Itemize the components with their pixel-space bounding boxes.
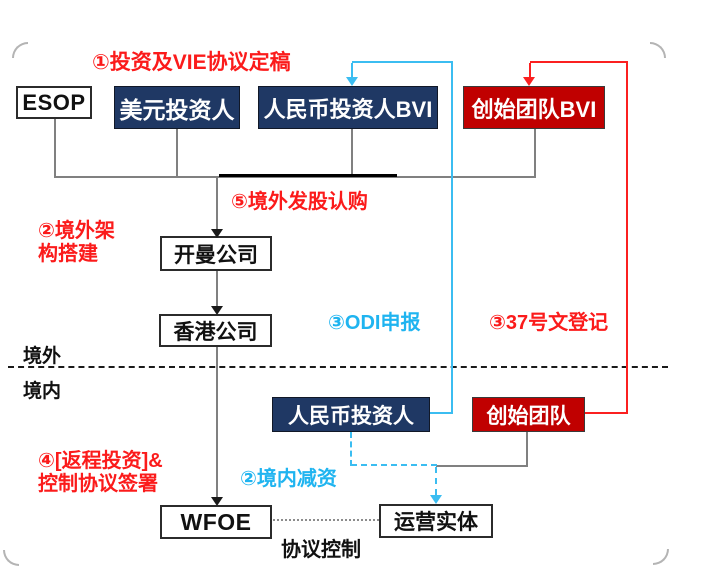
cyan-arrowhead-into-rmbbvi bbox=[346, 77, 358, 86]
annotation-step5-share-subscription: ⑤境外发股认购 bbox=[231, 191, 368, 213]
annotation-step2-offshore: ②境外架 构搭建 bbox=[38, 220, 115, 266]
line-rmbbvi-down bbox=[351, 129, 353, 177]
line-founderbvi-down bbox=[534, 129, 536, 177]
node-cayman-co-label: 开曼公司 bbox=[174, 243, 258, 267]
line-usd-down bbox=[176, 129, 178, 177]
node-rmb-investor-bvi-label: 人民币投资人BVI bbox=[263, 96, 433, 122]
line-cayman-to-hk bbox=[216, 271, 218, 307]
node-esop-label: ESOP bbox=[22, 89, 86, 115]
region-label-onshore: 境内 bbox=[23, 381, 62, 402]
cyan-arrowhead-into-opco bbox=[430, 495, 442, 504]
cyan-line-stem bbox=[351, 63, 353, 78]
cyan-dashed-horizontal bbox=[351, 464, 437, 466]
node-operating-entity: 运营实体 bbox=[379, 504, 493, 538]
cyan-line-top bbox=[352, 61, 453, 63]
region-label-offshore: 境外 bbox=[23, 346, 62, 367]
corner-arc-bottom-right bbox=[653, 549, 669, 565]
line-founder-down bbox=[526, 432, 528, 467]
cyan-dashed-into-opco bbox=[435, 467, 437, 495]
annotation-step3-odi-filing: ③ODI申报 bbox=[328, 312, 421, 334]
border-divider-dashed bbox=[8, 366, 668, 368]
line-subscription-segment bbox=[219, 174, 397, 177]
line-founder-left bbox=[436, 465, 528, 467]
red-line-vertical bbox=[626, 62, 628, 414]
cyan-dashed-rmb-down bbox=[350, 432, 352, 466]
corner-arc-bottom-left bbox=[3, 550, 19, 566]
cyan-line-rmb-right bbox=[430, 412, 453, 414]
node-founder-bvi-label: 创始团队BVI bbox=[471, 96, 597, 122]
annotation-step4-line1: ④[返程投资]& bbox=[38, 450, 163, 472]
arrowhead-into-wfoe bbox=[211, 497, 223, 506]
node-cayman-co: 开曼公司 bbox=[160, 236, 272, 271]
node-rmb-investor-onshore: 人民币投资人 bbox=[272, 397, 430, 432]
node-wfoe-label: WFOE bbox=[180, 508, 252, 535]
annotation-step4-roundtrip: ④[返程投资]& 控制协议签署 bbox=[38, 450, 163, 496]
dotted-vie-control-line bbox=[273, 519, 379, 521]
red-arrowhead-into-founderbvi bbox=[523, 77, 535, 86]
node-hk-co-label: 香港公司 bbox=[173, 320, 258, 344]
arrowhead-into-hk bbox=[211, 306, 223, 315]
annotation-vie-control: 协议控制 bbox=[281, 539, 361, 561]
arrowhead-into-cayman bbox=[211, 229, 223, 238]
line-bus-horizontal bbox=[54, 176, 536, 178]
annotation-step2-onshore-capital-reduction: ②境内减资 bbox=[240, 468, 337, 490]
node-founder-onshore-label: 创始团队 bbox=[486, 404, 571, 428]
red-line-founder-right bbox=[585, 412, 628, 414]
annotation-step3-circular37: ③37号文登记 bbox=[489, 312, 609, 334]
node-rmb-investor-onshore-label: 人民币投资人 bbox=[288, 404, 414, 428]
annotation-step1-vie-agreement: ①投资及VIE协议定稿 bbox=[92, 51, 291, 74]
node-usd-investor: 美元投资人 bbox=[114, 86, 240, 129]
node-hk-co: 香港公司 bbox=[159, 314, 272, 347]
line-hk-to-wfoe bbox=[216, 347, 218, 497]
annotation-step2-offshore-line2: 构搭建 bbox=[38, 243, 98, 265]
line-bus-to-cayman bbox=[216, 177, 218, 229]
line-esop-down bbox=[54, 119, 56, 177]
corner-arc-top-left bbox=[12, 42, 28, 58]
cyan-line-vertical bbox=[451, 62, 453, 414]
node-wfoe: WFOE bbox=[160, 505, 272, 539]
node-founder-bvi: 创始团队BVI bbox=[463, 86, 605, 129]
corner-arc-top-right bbox=[650, 42, 666, 58]
red-line-stem bbox=[529, 63, 531, 78]
node-operating-entity-label: 运营实体 bbox=[394, 511, 478, 534]
node-rmb-investor-bvi: 人民币投资人BVI bbox=[258, 86, 438, 129]
node-esop: ESOP bbox=[16, 86, 92, 119]
annotation-step2-offshore-line1: ②境外架 bbox=[38, 220, 115, 242]
annotation-step4-line2: 控制协议签署 bbox=[38, 473, 158, 495]
node-founder-onshore: 创始团队 bbox=[472, 397, 585, 432]
node-usd-investor-label: 美元投资人 bbox=[119, 96, 235, 123]
red-line-top bbox=[530, 61, 628, 63]
